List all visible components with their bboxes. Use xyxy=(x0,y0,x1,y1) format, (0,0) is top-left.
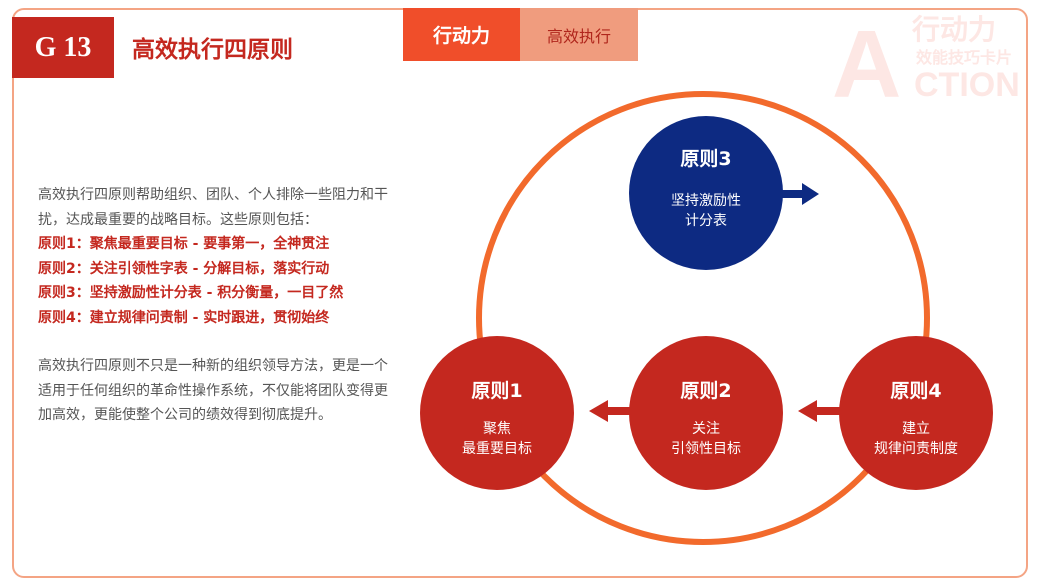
tab-execution[interactable]: 高效执行 xyxy=(520,8,638,61)
arrow-left-icon xyxy=(798,400,841,422)
circle-title: 原则2 xyxy=(680,380,732,402)
principle-2-circle: 原则2 关注引领性目标 xyxy=(629,336,783,490)
principle-line: 原则2：关注引领性字表 - 分解目标，落实行动 xyxy=(38,260,330,277)
cycle-ring xyxy=(476,91,930,545)
watermark-line1: 行动力 xyxy=(912,13,997,46)
circle-title: 原则1 xyxy=(471,380,523,402)
card-code: G 13 xyxy=(12,17,114,78)
description: 高效执行四原则帮助组织、团队、个人排除一些阻力和干扰，达成最重要的战略目标。这些… xyxy=(38,183,388,428)
principle-line: 原则4：建立规律问责制 - 实时跟进，贯彻始终 xyxy=(38,309,330,326)
outro-text: 高效执行四原则不只是一种新的组织领导方法，更是一个适用于任何组织的革命性操作系统… xyxy=(38,358,388,423)
circle-line: 计分表 xyxy=(685,213,727,229)
circle-title: 原则3 xyxy=(680,148,732,170)
arrow-right-icon xyxy=(780,183,819,205)
watermark-line2: 效能技巧卡片 xyxy=(916,48,1013,67)
principle-line: 原则1：聚焦最重要目标 - 要事第一，全神贯注 xyxy=(38,236,330,252)
principle-3-circle: 原则3 坚持激励性计分表 xyxy=(629,116,783,270)
circle-line: 关注 xyxy=(692,421,720,437)
circle-line: 聚焦 xyxy=(483,421,511,437)
principle-1-circle: 原则1 聚焦最重要目标 xyxy=(420,336,574,490)
page-title: 高效执行四原则 xyxy=(132,37,293,63)
watermark-line3: CTION xyxy=(914,66,1020,104)
principle-4-circle: 原则4 建立规律问责制度 xyxy=(839,336,993,490)
intro-text: 高效执行四原则帮助组织、团队、个人排除一些阻力和干扰，达成最重要的战略目标。这些… xyxy=(38,187,388,228)
tab-action[interactable]: 行动力 xyxy=(403,8,520,61)
circle-line: 最重要目标 xyxy=(462,441,532,457)
arrow-left-icon xyxy=(589,400,632,422)
circle-line: 建立 xyxy=(902,421,930,437)
circle-line: 引领性目标 xyxy=(671,441,741,457)
circle-line: 坚持激励性 xyxy=(671,193,741,209)
watermark-letter: A xyxy=(832,11,902,118)
principle-line: 原则3：坚持激励性计分表 - 积分衡量，一目了然 xyxy=(38,285,344,301)
circle-line: 规律问责制度 xyxy=(874,441,958,457)
circle-title: 原则4 xyxy=(890,380,942,402)
